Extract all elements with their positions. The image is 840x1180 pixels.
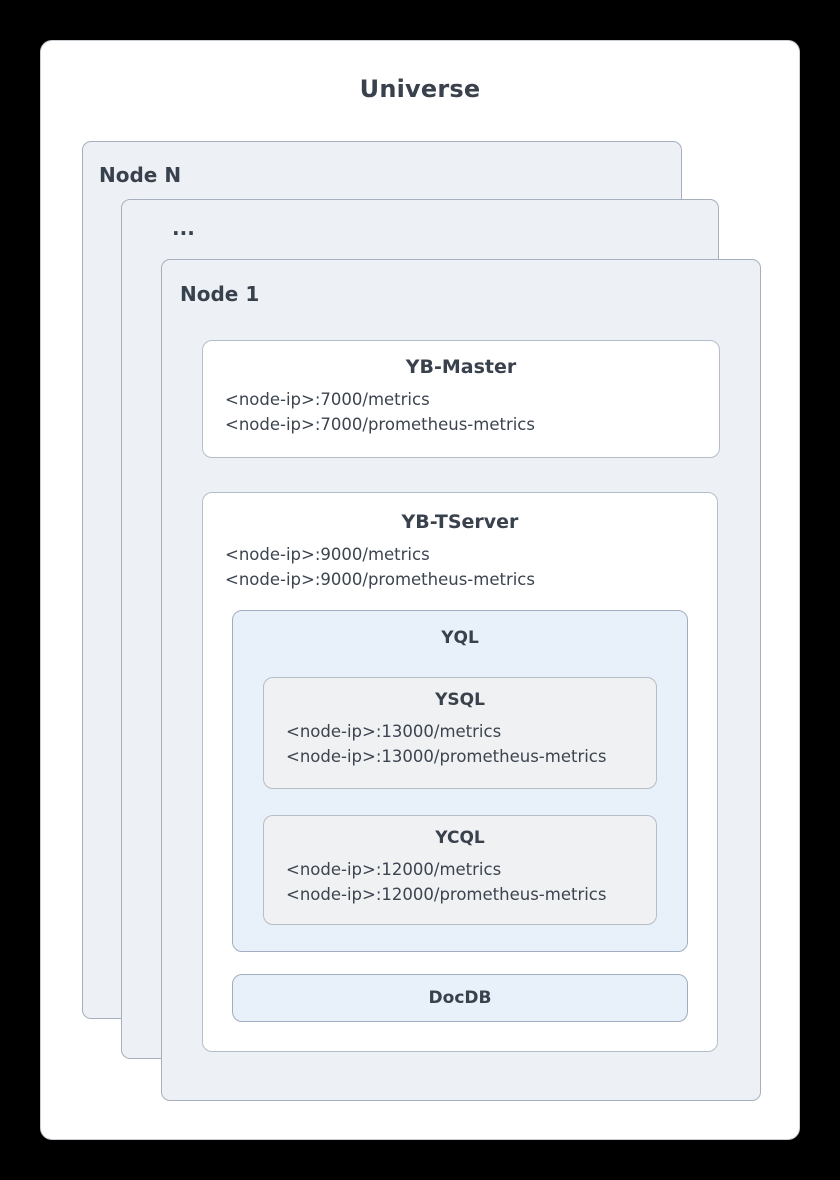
node-ellipsis-label: ...: [172, 216, 195, 240]
yb-master-box: YB-Master <node-ip>:7000/metrics <node-i…: [202, 340, 720, 458]
ysql-title: YSQL: [435, 690, 485, 710]
yb-master-endpoints: <node-ip>:7000/metrics <node-ip>:7000/pr…: [203, 387, 719, 437]
yb-master-endpoint-prometheus: <node-ip>:7000/prometheus-metrics: [225, 415, 535, 434]
yb-tserver-endpoints: <node-ip>:9000/metrics <node-ip>:9000/pr…: [203, 542, 717, 592]
node-1-label: Node 1: [180, 282, 260, 306]
yb-tserver-box: YB-TServer <node-ip>:9000/metrics <node-…: [202, 492, 718, 1052]
yb-master-endpoint-metrics: <node-ip>:7000/metrics: [225, 390, 430, 409]
yb-tserver-endpoint-metrics: <node-ip>:9000/metrics: [225, 545, 430, 564]
yb-master-title: YB-Master: [405, 356, 517, 378]
universe-title: Universe: [359, 75, 481, 103]
ysql-endpoint-metrics: <node-ip>:13000/metrics: [286, 722, 502, 741]
ysql-endpoint-prometheus: <node-ip>:13000/prometheus-metrics: [286, 747, 607, 766]
ysql-box: YSQL <node-ip>:13000/metrics <node-ip>:1…: [263, 677, 657, 789]
ycql-endpoint-metrics: <node-ip>:12000/metrics: [286, 860, 502, 879]
ycql-box: YCQL <node-ip>:12000/metrics <node-ip>:1…: [263, 815, 657, 925]
universe-container: Universe Node N ... Node 1 YB-Master <no…: [40, 40, 800, 1140]
yb-tserver-title: YB-TServer: [401, 511, 519, 533]
ysql-endpoints: <node-ip>:13000/metrics <node-ip>:13000/…: [264, 719, 656, 769]
ycql-endpoints: <node-ip>:12000/metrics <node-ip>:12000/…: [264, 857, 656, 907]
node-n-label: Node N: [99, 163, 182, 187]
ycql-endpoint-prometheus: <node-ip>:12000/prometheus-metrics: [286, 885, 607, 904]
yql-title: YQL: [441, 628, 479, 648]
yb-tserver-endpoint-prometheus: <node-ip>:9000/prometheus-metrics: [225, 570, 535, 589]
ycql-title: YCQL: [435, 828, 485, 848]
node-1-card: Node 1 YB-Master <node-ip>:7000/metrics …: [161, 259, 761, 1101]
yql-box: YQL YSQL <node-ip>:13000/metrics <node-i…: [232, 610, 688, 952]
docdb-box: DocDB: [232, 974, 688, 1022]
docdb-title: DocDB: [428, 987, 492, 1008]
